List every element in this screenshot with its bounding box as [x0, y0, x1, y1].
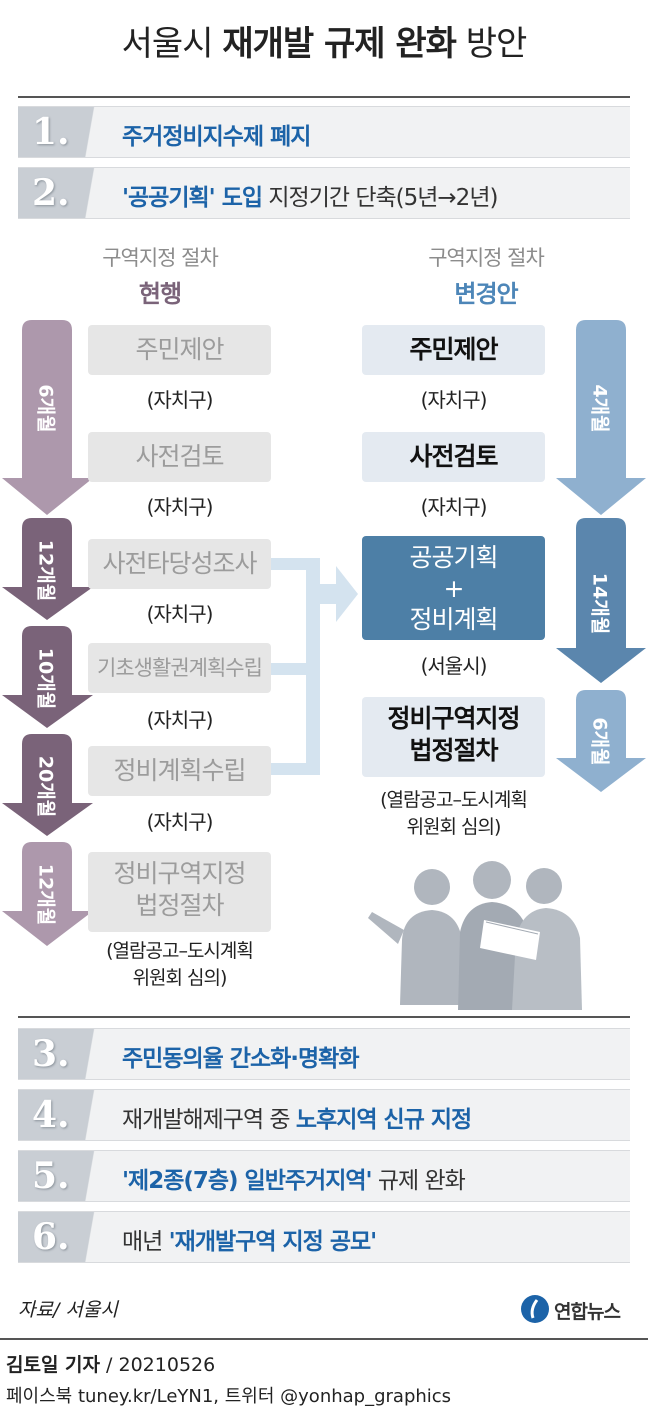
item-text-highlight: '제2종(7층) 일반주거지역' [122, 1168, 373, 1194]
yonhap-logo-text: 연합뉴스 [554, 1301, 621, 1323]
current-duration-2: 12개월 [13, 540, 81, 601]
current-step-5: 정비계획수립 [88, 746, 271, 796]
item-number: 1. [32, 111, 70, 153]
proposed-step-3-by: (서울시) [420, 654, 488, 678]
item-text-post: 규제 완화 [371, 1168, 466, 1194]
item-1: 1. 주거정비지수제 폐지 [18, 106, 630, 158]
proposed-duration-3: 6개월 [567, 717, 635, 765]
source-note: 자료/ 서울시 [18, 1299, 118, 1321]
duration-label: 6개월 [588, 717, 611, 766]
duration-label: 4개월 [588, 384, 611, 433]
proposed-duration-2: 14개월 [567, 573, 635, 634]
duration-label: 14개월 [588, 572, 611, 635]
duration-label: 6개월 [34, 384, 57, 433]
current-step-6-by: (열람공고–도시계획 위원회 심의) [106, 940, 254, 989]
proposed-step-2-by: (자치구) [420, 495, 488, 519]
current-duration-5: 12개월 [13, 864, 81, 925]
current-step-2-by: (자치구) [146, 495, 214, 519]
item-text-highlight: 주거정비지수제 폐지 [122, 124, 311, 150]
item-text-pre: 매년 [122, 1229, 169, 1255]
duration-label: 10개월 [34, 647, 57, 710]
item-text-highlight: 주민동의율 간소화·명확화 [122, 1046, 360, 1072]
item-2: 2. '공공기획' 도입 지정기간 단축(5년→2년) [18, 167, 630, 219]
duration-label: 12개월 [34, 539, 57, 602]
current-arrow-4 [2, 734, 93, 836]
section-divider [18, 1016, 630, 1018]
item-3: 3. 주민동의율 간소화·명확화 [18, 1028, 630, 1080]
title-rule [18, 96, 630, 98]
item-5: 5. '제2종(7층) 일반주거지역' 규제 완화 [18, 1150, 630, 1202]
item-number-badge: 2. [18, 168, 110, 218]
current-step-2: 사전검토 [88, 432, 271, 482]
current-step-3-by: (자치구) [146, 602, 214, 626]
report-date: / 20210526 [100, 1354, 216, 1376]
item-number: 5. [32, 1155, 70, 1197]
item-number: 4. [32, 1094, 70, 1136]
item-text-highlight: '공공기획' 도입 [122, 185, 263, 211]
current-arrow-5 [2, 842, 93, 946]
item-number-badge: 6. [18, 1212, 110, 1262]
current-step-1-by: (자치구) [146, 388, 214, 412]
proposed-step-3: 공공기획 + 정비계획 [362, 536, 545, 640]
current-arrow-1 [2, 320, 93, 515]
item-4: 4. 재개발해제구역 중 노후지역 신규 지정 [18, 1089, 630, 1141]
yonhap-logo: 연합뉴스 [520, 1292, 630, 1326]
item-number-badge: 3. [18, 1029, 110, 1079]
proposed-step-4: 정비구역지정 법정절차 [362, 697, 545, 777]
proposed-arrow-2 [556, 518, 646, 683]
item-number-badge: 5. [18, 1151, 110, 1201]
proposed-step-4-by: (열람공고–도시계획 위원회 심의) [380, 789, 528, 838]
current-heading: 구역지정 절차 [102, 246, 219, 270]
yonhap-logo-icon [521, 1295, 549, 1323]
proposed-heading: 구역지정 절차 [428, 246, 545, 270]
item-number-badge: 1. [18, 107, 110, 157]
current-step-4: 기초생활권계획수립 [88, 643, 271, 693]
proposed-duration-1: 4개월 [567, 384, 635, 432]
item-number: 3. [32, 1033, 70, 1075]
current-arrow-2 [2, 518, 93, 620]
proposed-step-1: 주민제안 [362, 325, 545, 375]
footer-rule [0, 1338, 648, 1340]
item-number: 6. [32, 1216, 70, 1258]
item-number-badge: 4. [18, 1090, 110, 1140]
people-illustration [368, 861, 582, 1010]
social-links: 페이스북 tuney.kr/LeYN1, 트위터 @yonhap_graphic… [6, 1386, 452, 1407]
item-text-post: 지정기간 단축(5년→2년) [262, 185, 498, 211]
proposed-arrow-1 [556, 320, 646, 515]
proposed-label: 변경안 [454, 280, 518, 308]
current-duration-3: 10개월 [13, 648, 81, 709]
current-arrow-3 [2, 626, 93, 728]
title-part1: 서울시 [121, 24, 223, 64]
current-step-6: 정비구역지정 법정절차 [88, 852, 271, 932]
current-duration-1: 6개월 [13, 384, 81, 432]
merge-connector [270, 558, 358, 775]
proposed-step-1-by: (자치구) [420, 388, 488, 412]
item-6: 6. 매년 '재개발구역 지정 공모' [18, 1211, 630, 1263]
current-step-1: 주민제안 [88, 325, 271, 375]
item-number: 2. [32, 172, 70, 214]
current-step-5-by: (자치구) [146, 810, 214, 834]
current-label: 현행 [138, 280, 182, 308]
duration-label: 20개월 [34, 755, 57, 818]
page-title: 서울시 재개발 규제 완화 방안 [0, 16, 648, 65]
reporter-line: 김토일 기자 / 20210526 [6, 1350, 215, 1377]
duration-label: 12개월 [34, 863, 57, 926]
reporter-name: 김토일 기자 [6, 1354, 101, 1376]
current-step-4-by: (자치구) [146, 708, 214, 732]
current-step-3: 사전타당성조사 [88, 539, 271, 589]
proposed-arrow-3 [556, 690, 646, 792]
current-duration-4: 20개월 [13, 756, 81, 817]
item-text-highlight: '재개발구역 지정 공모' [168, 1229, 378, 1255]
title-bold: 재개발 규제 완화 [222, 24, 457, 64]
item-text-pre: 재개발해제구역 중 [122, 1107, 296, 1133]
item-text-highlight: 노후지역 신규 지정 [295, 1107, 472, 1133]
title-part2: 방안 [455, 24, 528, 64]
proposed-step-2: 사전검토 [362, 432, 545, 482]
